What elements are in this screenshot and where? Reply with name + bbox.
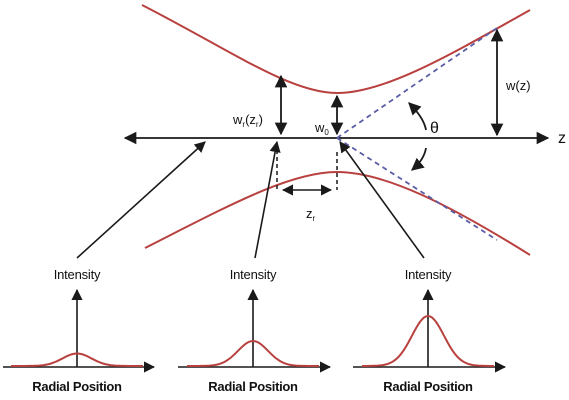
theta-label: θ	[430, 120, 439, 137]
gaussian-curve-3	[362, 314, 494, 367]
intensity-profile-1: Intensity Radial Position	[3, 267, 156, 394]
radial-label-3: Radial Position	[383, 379, 473, 394]
pointer-line-3	[339, 141, 425, 259]
beam-envelope-top	[141, 4, 531, 95]
beam-envelope-bottom	[144, 170, 531, 256]
gaussian-curve-1	[11, 352, 143, 367]
wz-label: w(z)	[505, 78, 531, 93]
z-axis-label: z	[558, 130, 566, 147]
theta-arc-lower	[411, 147, 427, 171]
asymptote-upper	[336, 27, 498, 139]
intensity-label-2: Intensity	[230, 267, 277, 282]
asymptote-lower	[336, 137, 498, 241]
intensity-label-3: Intensity	[405, 267, 452, 282]
gaussian-curve-2	[187, 339, 319, 367]
radial-label-2: Radial Position	[208, 379, 298, 394]
intensity-profile-3: Intensity Radial Position	[353, 267, 507, 394]
intensity-label-1: Intensity	[54, 267, 101, 282]
wr-label: wr(zr)	[232, 112, 263, 129]
pointer-line-2	[254, 140, 281, 259]
pointer-line-1	[76, 141, 206, 259]
zr-label: zr	[306, 206, 316, 223]
w0-label: w0	[314, 120, 329, 137]
radial-label-1: Radial Position	[32, 379, 122, 394]
theta-arc-upper	[408, 102, 427, 131]
intensity-profile-2: Intensity Radial Position	[178, 267, 332, 394]
